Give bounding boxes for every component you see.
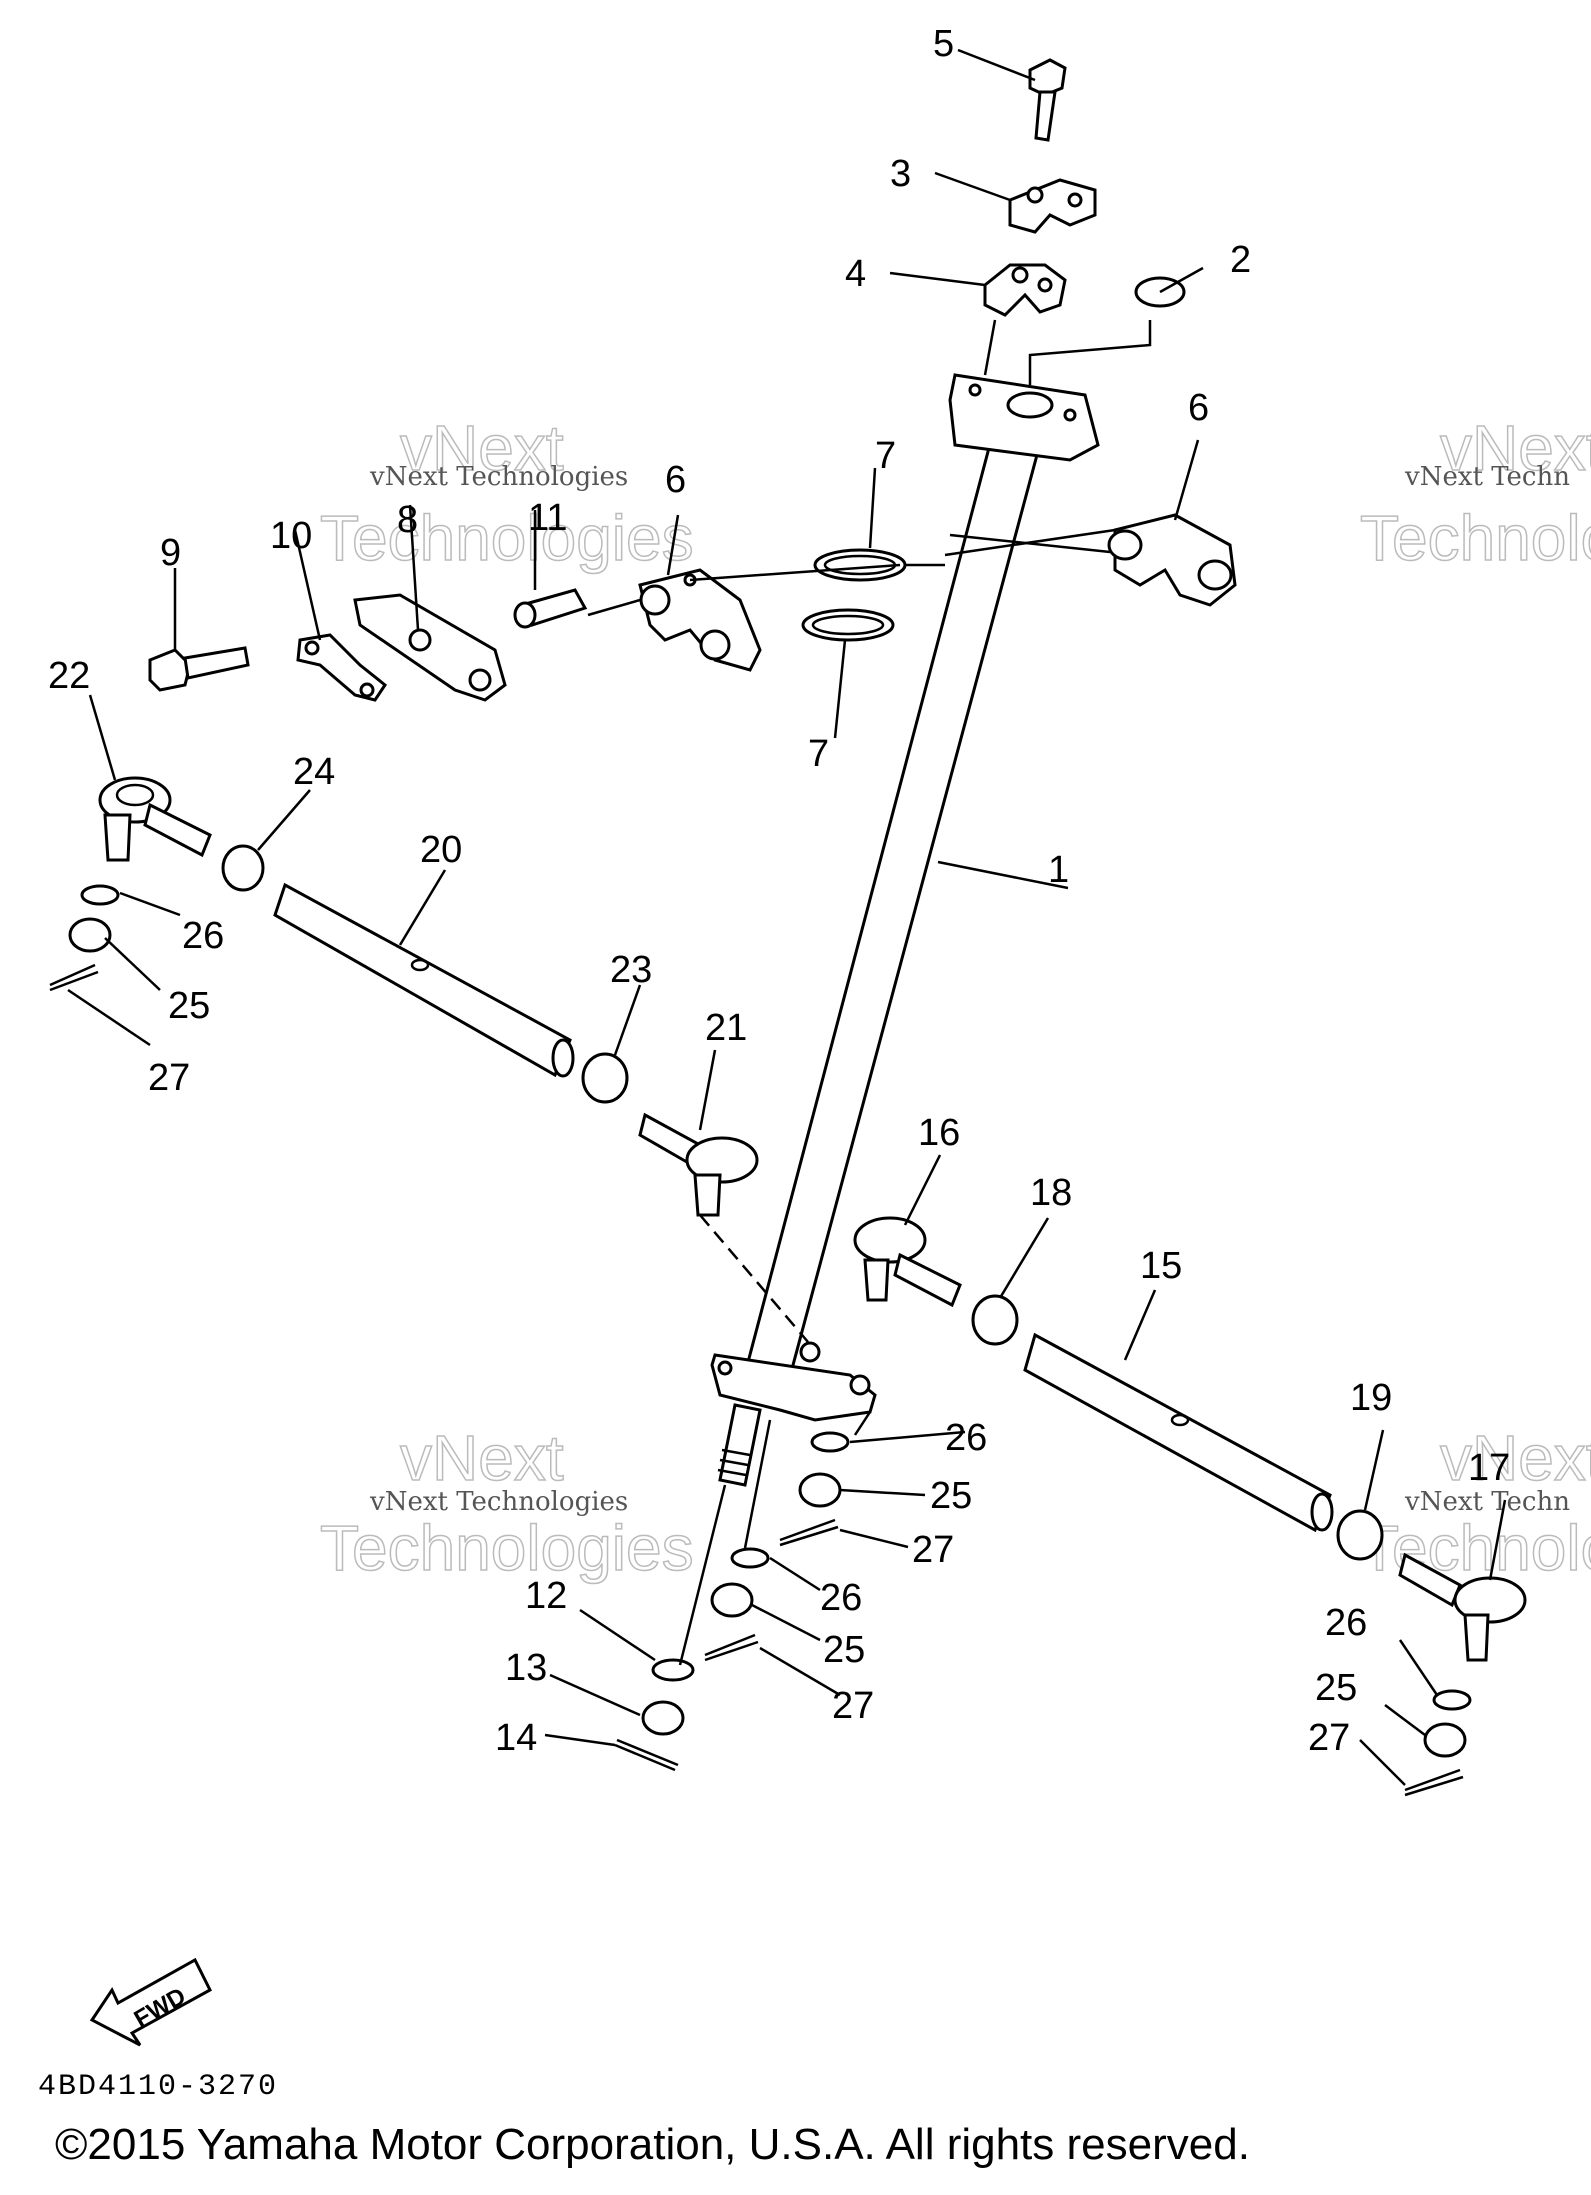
callout-25-right: 25 bbox=[1315, 1667, 1357, 1709]
castle-nut-25-mid-1 bbox=[798, 1472, 842, 1508]
lock-washer bbox=[296, 633, 388, 702]
watermark-vnext: vNext bbox=[1440, 1422, 1591, 1494]
steering-column-shaft bbox=[710, 373, 1100, 1487]
callout-4: 4 bbox=[845, 253, 866, 295]
tie-rod-end-22 bbox=[98, 776, 212, 862]
callout-27-mid-2: 27 bbox=[832, 1685, 874, 1727]
locknut-23 bbox=[581, 1052, 629, 1104]
bolt-left bbox=[148, 646, 250, 692]
callout-7-upper: 7 bbox=[875, 435, 896, 477]
callout-5: 5 bbox=[933, 23, 954, 65]
washer-26-right bbox=[1432, 1689, 1472, 1711]
callout-26-mid-2: 26 bbox=[820, 1577, 862, 1619]
callout-22: 22 bbox=[48, 655, 90, 697]
callout-17: 17 bbox=[1468, 1447, 1510, 1489]
callout-12: 12 bbox=[525, 1575, 567, 1617]
fwd-arrow: FWD bbox=[89, 1957, 212, 2047]
bolt-top bbox=[1028, 58, 1067, 142]
callout-11: 11 bbox=[528, 497, 567, 539]
callout-21: 21 bbox=[705, 1007, 747, 1049]
handlebar-holder-lower bbox=[983, 263, 1067, 317]
watermark-small: vNext Technologies bbox=[369, 1487, 628, 1517]
callout-18: 18 bbox=[1030, 1172, 1072, 1214]
callout-8: 8 bbox=[397, 499, 418, 541]
callout-3: 3 bbox=[890, 153, 911, 195]
castle-nut-25-right bbox=[1423, 1722, 1467, 1758]
watermark-small: vNext Technologies bbox=[369, 462, 628, 492]
tie-rod-20 bbox=[273, 882, 575, 1078]
castle-nut-25-mid-2 bbox=[710, 1582, 754, 1618]
callout-26-mid-1: 26 bbox=[945, 1417, 987, 1459]
watermark-top-left: vNext Technologies vNext Technologies bbox=[319, 411, 694, 575]
callout-14: 14 bbox=[495, 1717, 537, 1759]
locknut-18 bbox=[971, 1294, 1019, 1346]
callout-1: 1 bbox=[1048, 849, 1069, 891]
callout-6-right: 6 bbox=[1188, 387, 1209, 429]
watermark-vnext: vNext bbox=[1440, 412, 1591, 484]
diagram-code: 4BD4110-3270 bbox=[38, 2070, 279, 2104]
tie-rod-15 bbox=[1023, 1332, 1334, 1533]
watermark-technologies: Technologies bbox=[320, 1512, 694, 1584]
callout-13: 13 bbox=[505, 1647, 547, 1689]
column-holder-left bbox=[638, 568, 762, 672]
watermark-technologies: Technologies bbox=[1360, 1512, 1591, 1584]
watermark-small: vNext Techn bbox=[1404, 462, 1570, 492]
callout-27-left: 27 bbox=[148, 1057, 190, 1099]
nut-13 bbox=[641, 1700, 685, 1736]
callout-25-left: 25 bbox=[168, 985, 210, 1027]
callout-23: 23 bbox=[610, 949, 652, 991]
cotter-pin-27-mid-2 bbox=[704, 1633, 759, 1662]
callout-24: 24 bbox=[293, 751, 335, 793]
callout-26-left: 26 bbox=[182, 915, 224, 957]
handlebar-holder-upper bbox=[1008, 178, 1097, 234]
callout-7-lower: 7 bbox=[808, 733, 829, 775]
collar bbox=[513, 588, 588, 629]
washer-26-mid-2 bbox=[730, 1547, 770, 1569]
watermark-top-right: vNext Technologies vNext Techn bbox=[1359, 411, 1591, 575]
watermark-bottom-left: vNext Technologies vNext Technologies bbox=[319, 1421, 694, 1585]
locknut-24 bbox=[221, 844, 265, 892]
locknut-19 bbox=[1336, 1509, 1384, 1561]
callout-2: 2 bbox=[1230, 239, 1251, 281]
callout-27-right: 27 bbox=[1308, 1717, 1350, 1759]
callout-19: 19 bbox=[1350, 1377, 1392, 1419]
circlip-lower bbox=[801, 608, 895, 642]
callout-20: 20 bbox=[420, 829, 462, 871]
callout-10: 10 bbox=[270, 515, 312, 557]
watermark-small: vNext Techn bbox=[1404, 1487, 1570, 1517]
callout-25-mid-1: 25 bbox=[930, 1475, 972, 1517]
column-holder-right bbox=[1107, 513, 1237, 607]
cotter-pin-14 bbox=[614, 1738, 679, 1772]
watermark-vnext: vNext bbox=[400, 412, 564, 484]
leader-lines bbox=[67, 48, 1507, 1786]
callout-27-mid-1: 27 bbox=[912, 1529, 954, 1571]
watermark-technologies: Technologies bbox=[320, 502, 694, 574]
cotter-pin-27-mid-1 bbox=[779, 1518, 839, 1547]
washer-26-mid-1 bbox=[810, 1431, 850, 1453]
watermark-technologies: Technologies bbox=[1360, 502, 1591, 574]
cotter-pin-27-left bbox=[49, 963, 99, 992]
copyright-notice: ©2015 Yamaha Motor Corporation, U.S.A. A… bbox=[55, 2120, 1250, 2169]
tie-rod-end-21 bbox=[638, 1112, 759, 1217]
callout-16: 16 bbox=[918, 1112, 960, 1154]
callout-26-right: 26 bbox=[1325, 1602, 1367, 1644]
cotter-pin-27-right bbox=[1404, 1768, 1464, 1797]
callout-9: 9 bbox=[160, 532, 181, 574]
tie-rod-end-16 bbox=[853, 1216, 962, 1308]
watermark-vnext: vNext bbox=[400, 1422, 564, 1494]
castle-nut-25-left bbox=[68, 917, 112, 953]
tie-rod-end-17 bbox=[1398, 1552, 1527, 1662]
washer-26-left bbox=[80, 884, 120, 906]
callout-15: 15 bbox=[1140, 1245, 1182, 1287]
watermark-bottom-right: vNext Technologies vNext Techn bbox=[1359, 1421, 1591, 1585]
callout-6-left: 6 bbox=[665, 459, 686, 501]
washer-12 bbox=[651, 1658, 695, 1682]
callout-25-mid-2: 25 bbox=[823, 1629, 865, 1671]
